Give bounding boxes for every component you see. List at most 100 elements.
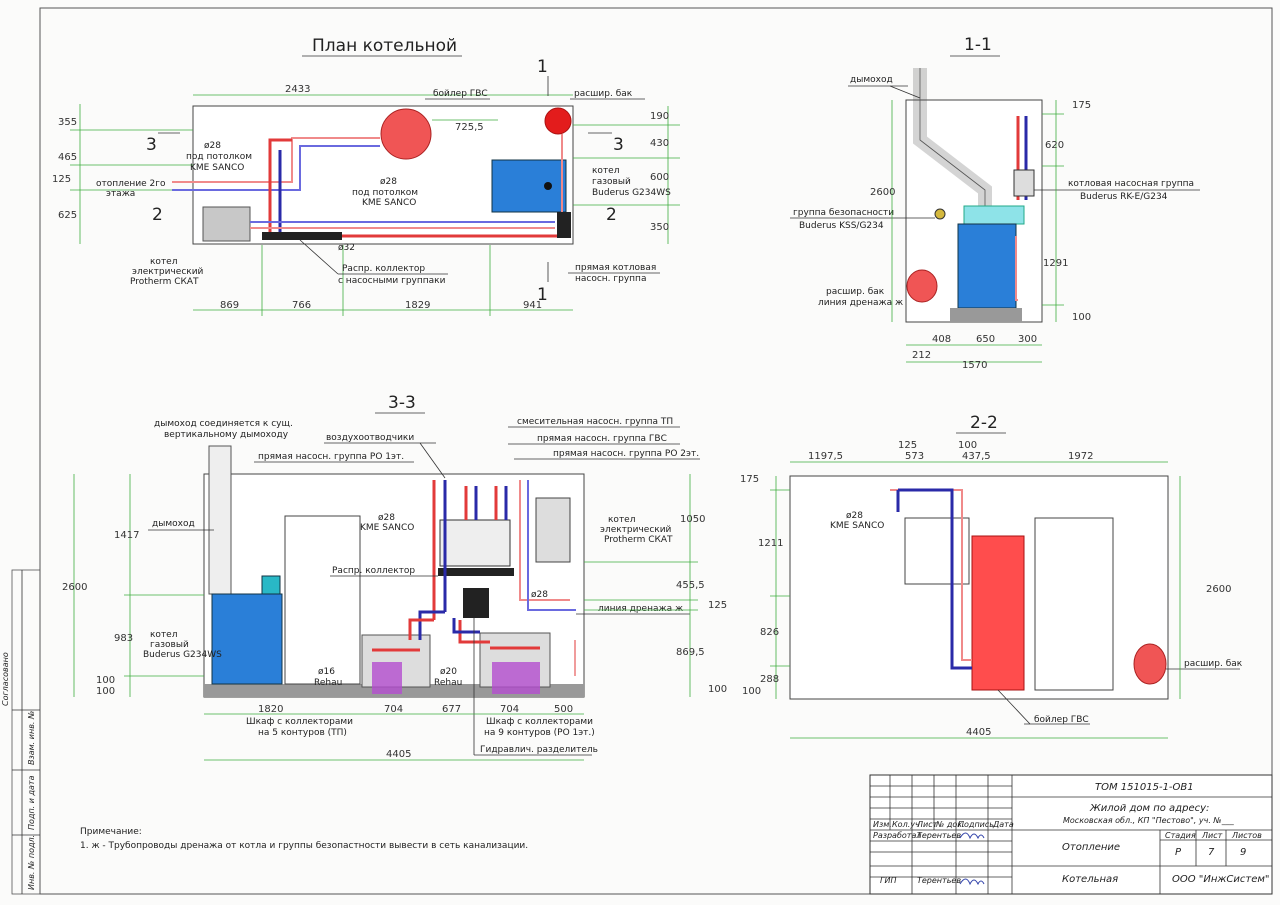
s11-label-pump-1: котловая насосная группа <box>1068 179 1194 189</box>
s33-dim-right-3: 869,5 <box>676 647 705 658</box>
s33-label-cab9-2: на 9 контуров (РО 1эт.) <box>484 728 595 738</box>
stamp-dev-signature <box>959 832 985 840</box>
s11-title: 1-1 <box>964 35 992 55</box>
title-block: Изм. Кол.уч Лист № док. Подпись Дата Раз… <box>869 774 1273 895</box>
plan-label-pump-2: насосн. группа <box>575 274 646 284</box>
s11-base <box>950 308 1022 322</box>
plan-cut1-top: 1 <box>537 57 548 77</box>
s22-label-boiler: бойлер ГВС <box>1034 715 1089 725</box>
s33-dim-left-4: 100 <box>96 686 115 697</box>
plan-manifold <box>262 232 342 240</box>
stamp-hdr-1: Кол.уч <box>892 820 920 829</box>
plan-label-elec-3: Protherm СКАТ <box>130 277 199 287</box>
s33-label-elec-3: Protherm СКАТ <box>604 535 673 545</box>
stamp-sheets-h: Листов <box>1231 831 1262 840</box>
s22-dhw-boiler <box>971 535 1025 691</box>
plan-dim-bottom-3: 941 <box>523 300 542 311</box>
stamp-gip-name: Терентьев <box>917 876 961 885</box>
s33-gas-boiler <box>211 593 283 685</box>
plan-label-gas-1: котел <box>592 166 619 176</box>
stamp-doc: ТОМ 151015-1-ОВ1 <box>1095 782 1194 793</box>
plan-dim-top-1: 725,5 <box>455 122 484 133</box>
s22-exp-tank <box>1133 643 1167 685</box>
s33-dim-right-2: 125 <box>708 600 727 611</box>
plan-label-ceiling-b: под потолком <box>352 188 418 198</box>
s11-dim-right-2: 1291 <box>1043 258 1068 269</box>
s33-label-rehau-a: Rehau <box>314 678 342 688</box>
s22-label-kme: KME SANCO <box>830 521 884 531</box>
s33-cabinet <box>284 515 361 685</box>
s33-label-chimney-note-2: вертикальному дымоходу <box>164 430 289 440</box>
s33-label-d28: ø28 <box>378 513 395 523</box>
s11-dim-right-0: 175 <box>1072 100 1091 111</box>
s33-label-dhw-pump: прямая насосн. группа ГВС <box>537 434 667 444</box>
s11-label-chimney: дымоход <box>850 75 893 85</box>
s33-label-hydro: Гидравлич. разделитель <box>480 745 598 755</box>
s11-label-tank: расшир. бак <box>826 287 885 297</box>
plan-dim-left-2: 125 <box>52 174 71 185</box>
stamp-hdr-4: Подпись <box>958 820 994 829</box>
s22-dim-top-5: 1972 <box>1068 451 1093 462</box>
s33-label-d28b: ø28 <box>531 590 548 600</box>
s22-dim-top-4: 437,5 <box>962 451 991 462</box>
s33-label-air-vents: воздухоотводчики <box>326 433 414 443</box>
s33-dim-right-4: 100 <box>708 684 727 695</box>
plan-dim-bottom-0: 869 <box>220 300 239 311</box>
plan-dim-left-0: 355 <box>58 117 77 128</box>
plan-dim-left-1: 465 <box>58 152 77 163</box>
s22-dim-right-0: 2600 <box>1206 584 1231 595</box>
plan-exp-tank <box>544 107 572 135</box>
s33-dim-right-0: 1050 <box>680 514 705 525</box>
plan-cut3-right: 3 <box>613 135 624 155</box>
s22-dim-left-3: 288 <box>760 674 779 685</box>
stamp-hdr-5: Дата <box>992 820 1014 829</box>
section-2-2: 2-2 ø28 KME SANCO бойлер ГВС расшир. бак… <box>740 413 1243 739</box>
plan-cut2-right: 2 <box>606 205 617 225</box>
plan-cut3-left: 3 <box>146 135 157 155</box>
note-title: Примечание: <box>80 827 142 837</box>
plan-dim-right-1: 430 <box>650 138 669 149</box>
s33-dim-bottom-0: 1820 <box>258 704 283 715</box>
s22-title: 2-2 <box>970 413 998 433</box>
s11-dim-bottom-2: 300 <box>1018 334 1037 345</box>
plan-dim-right-3: 350 <box>650 222 669 233</box>
s33-label-cab5-2: на 5 контуров (ТП) <box>258 728 347 738</box>
s22-dim-left-2: 826 <box>760 627 779 638</box>
s11-boiler-top <box>963 205 1025 225</box>
stamp-dev: Разработал <box>873 831 921 840</box>
s22-dim-left-1: 1211 <box>758 538 783 549</box>
s22-dim-bottom-0: 4405 <box>966 727 991 738</box>
stamp-hdr-2: Лист <box>916 820 938 829</box>
s11-dim-right-3: 100 <box>1072 312 1091 323</box>
s22-dim-top-3: 100 <box>958 440 977 451</box>
stamp-stage: Р <box>1175 847 1182 858</box>
plan-title: План котельной <box>312 36 457 56</box>
s33-label-ro1-pump: прямая насосн. группа РО 1эт. <box>258 452 404 462</box>
s33-dim-left-1: 1417 <box>114 530 139 541</box>
section-3-3: 3-3 дымоход соединяется к сущ. в <box>62 393 727 761</box>
plan-label-tank: расшир. бак <box>574 89 633 99</box>
s33-label-chimney-note-1: дымоход соединяется к сущ. <box>154 419 293 429</box>
stamp-company: ООО "ИнжСистем" <box>1172 874 1270 885</box>
s11-label-pump-2: Buderus RK-E/G234 <box>1080 192 1168 202</box>
s33-dim-right-1: 455,5 <box>676 580 705 591</box>
s22-label-tank: расшир. бак <box>1184 659 1243 669</box>
s11-label-drain: линия дренажа ж <box>818 298 903 308</box>
s33-label-cab5-1: Шкаф с коллекторами <box>246 717 353 727</box>
stamp-object-1: Жилой дом по адресу: <box>1089 803 1209 814</box>
s11-label-safety-1: группа безопасности <box>793 208 894 218</box>
plan-label-dhw: бойлер ГВС <box>433 89 488 99</box>
s11-gas-boiler <box>957 223 1017 309</box>
stamp-hdr-0: Изм. <box>873 820 892 829</box>
s33-label-elec-2: электрический <box>600 525 672 535</box>
plan-label-d28b: ø28 <box>380 177 397 187</box>
s33-dim-bottom-3: 704 <box>500 704 519 715</box>
plan-electric-boiler <box>202 206 251 242</box>
s33-hydro-separator <box>463 588 489 618</box>
plan-cut1-bottom: 1 <box>537 285 548 305</box>
note-text: 1. ж - Трубопроводы дренажа от котла и г… <box>80 841 528 851</box>
s33-label-gas-1: котел <box>150 630 177 640</box>
plan-label-ceiling-a: под потолком <box>186 152 252 162</box>
strip-agreed: Согласовано <box>1 652 10 706</box>
